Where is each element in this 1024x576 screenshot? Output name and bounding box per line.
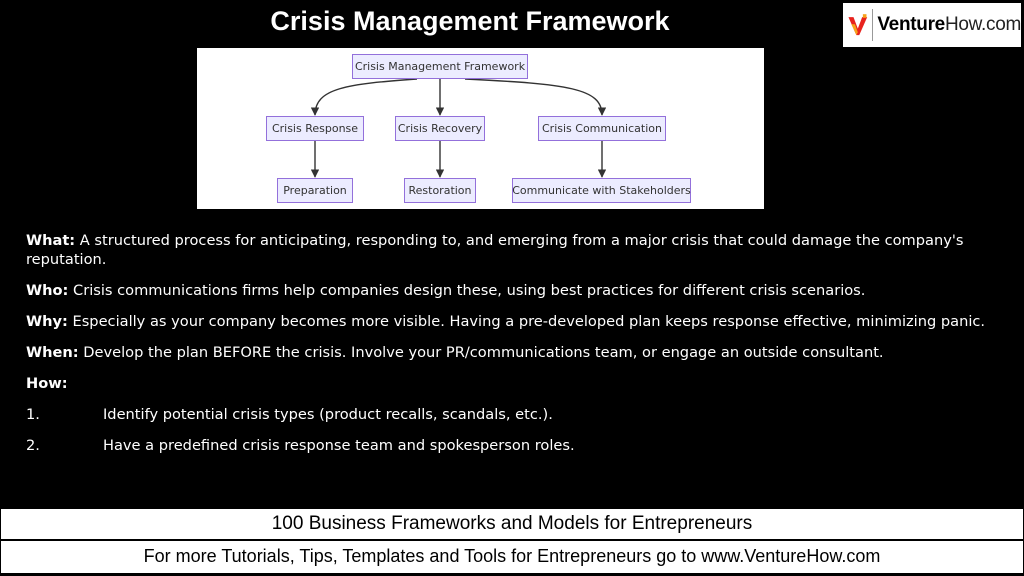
node-crisis-recovery: Crisis Recovery [395,116,485,141]
node-crisis-response: Crisis Response [266,116,364,141]
when-paragraph: When: Develop the plan BEFORE the crisis… [26,343,1001,362]
how-step-number: 2. [26,437,40,454]
edge-root-communication [464,78,607,116]
how-step: 2. Have a predefined crisis response tea… [26,436,1001,455]
how-step-text: Have a predefined crisis response team a… [103,437,575,454]
when-text: Develop the plan BEFORE the crisis. Invo… [78,344,884,361]
node-communicate-stakeholders: Communicate with Stakeholders [512,178,691,203]
logo-wordmark-rest: How.com [944,14,1021,35]
node-crisis-communication: Crisis Communication [538,116,666,141]
venturehow-logo[interactable]: VentureHow.com [843,3,1021,47]
how-paragraph: How: [26,374,1001,393]
node-preparation: Preparation [277,178,353,203]
how-step-text: Identify potential crisis types (product… [103,406,553,423]
framework-diagram: Crisis Management Framework Crisis Respo… [197,48,764,209]
website-banner[interactable]: For more Tutorials, Tips, Templates and … [1,541,1023,573]
logo-wordmark: VentureHow.com [877,14,1021,36]
what-label: What: [26,232,76,249]
logo-wordmark-bold: Venture [877,14,945,35]
node-restoration: Restoration [404,178,476,203]
page-title: Crisis Management Framework [270,6,670,36]
node-root: Crisis Management Framework [352,54,528,79]
who-label: Who: [26,282,69,299]
why-label: Why: [26,313,68,330]
how-step-number: 1. [26,406,40,423]
who-paragraph: Who: Crisis communications firms help co… [26,281,1001,300]
why-text: Especially as your company becomes more … [67,313,986,330]
what-paragraph: What: A structured process for anticipat… [26,231,1001,269]
who-text: Crisis communications firms help compani… [68,282,866,299]
how-step: 1. Identify potential crisis types (prod… [26,405,1001,424]
framework-description: What: A structured process for anticipat… [26,231,1001,467]
how-label: How: [26,375,68,392]
when-label: When: [26,344,79,361]
why-paragraph: Why: Especially as your company becomes … [26,312,1001,331]
diagram-edges [310,78,607,178]
logo-divider [871,9,873,41]
edge-root-response [310,78,418,116]
what-text: A structured process for anticipating, r… [26,232,964,268]
venturehow-logo-icon [847,12,869,38]
book-title-banner: 100 Business Frameworks and Models for E… [1,509,1023,539]
